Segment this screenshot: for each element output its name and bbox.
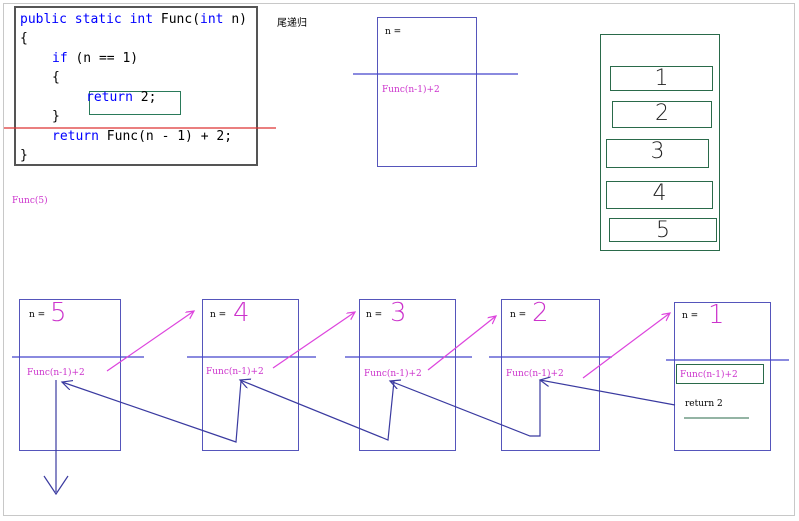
- code-text: Func(: [153, 12, 201, 27]
- code-text: 2;: [132, 90, 157, 105]
- frame-n2-n-label: n =: [510, 310, 527, 320]
- stack-slot-4: 4: [606, 181, 713, 209]
- code-keyword: return: [52, 129, 99, 144]
- code-text: (n == 1): [67, 51, 139, 66]
- call-arrow-2-to-1: [582, 313, 670, 379]
- frame-n4-call: Func(n-1)+2: [206, 367, 264, 377]
- return-arrow-3-to-4: [240, 380, 395, 441]
- frame-n2-n-value: 2: [532, 298, 549, 328]
- final-return-arrowhead: [43, 475, 69, 496]
- frame-n2-call: Func(n-1)+2: [506, 369, 564, 379]
- frame-n2: [501, 299, 600, 451]
- code-line-6: }: [52, 109, 60, 124]
- frame-n5: [19, 299, 121, 451]
- code-line-2: {: [20, 31, 28, 46]
- frame-n1-call-box: [676, 364, 764, 384]
- frame-n1-n-label: n =: [682, 311, 699, 321]
- frame-n5-n-value: 5: [50, 298, 67, 328]
- stack-slot-2: 2: [612, 101, 712, 128]
- frame-n5-call: Func(n-1)+2: [27, 368, 85, 378]
- frame-n3: [359, 299, 456, 451]
- frame-n3-n-label: n =: [366, 310, 383, 320]
- frame-n1: [674, 302, 771, 451]
- top-frame-call-label: Func(n-1)+2: [382, 85, 440, 95]
- code-keyword: return: [86, 90, 133, 105]
- image-frame: [3, 3, 795, 516]
- stack-slot-5: 5: [609, 218, 717, 243]
- return-arrow-4-to-5: [62, 381, 242, 443]
- frame-n1-n-value: 1: [708, 300, 725, 330]
- code-keyword: int: [200, 12, 224, 27]
- tail-recursion-label: 尾递归: [277, 18, 307, 29]
- frame-n3-n-value: 3: [390, 298, 407, 328]
- call-stack-box: [600, 34, 720, 251]
- frame-n1-return: return 2: [685, 399, 723, 409]
- code-text: Func(n - 1) + 2;: [98, 129, 233, 144]
- return-highlight-box: [89, 91, 181, 115]
- call-arrow-4-to-3: [272, 312, 355, 369]
- frame-n4-n-label: n =: [210, 310, 227, 320]
- stack-slot-1: 1: [610, 66, 713, 91]
- code-keyword: public static int: [20, 12, 154, 27]
- frame-n4: [202, 299, 299, 451]
- code-box: public static int Func(int n) { if (n ==…: [14, 6, 258, 166]
- frame-n4-n-value: 4: [233, 298, 250, 328]
- frame-n5-n-label: n =: [29, 310, 46, 320]
- return-arrow-2-to-3: [390, 380, 541, 437]
- return-arrow-1-to-2: [540, 380, 676, 406]
- top-stack-frame: [377, 17, 477, 167]
- code-text: n): [223, 12, 247, 27]
- call-arrow-3-to-2: [427, 316, 496, 371]
- code-keyword: if: [52, 51, 68, 66]
- frame-n3-call: Func(n-1)+2: [364, 369, 422, 379]
- func5-label: Func(5): [12, 196, 48, 206]
- code-line-5: return 2;: [86, 90, 156, 106]
- code-line-3: if (n == 1): [52, 51, 138, 67]
- code-line-4: {: [52, 70, 60, 85]
- code-line-7: return Func(n - 1) + 2;: [52, 129, 232, 145]
- call-arrow-5-to-4: [106, 311, 194, 372]
- stack-slot-3: 3: [606, 139, 709, 168]
- code-line-8: }: [20, 148, 28, 163]
- frame-n1-call: Func(n-1)+2: [680, 370, 738, 380]
- code-line-1: public static int Func(int n): [20, 12, 247, 28]
- top-frame-n-label: n =: [385, 27, 402, 37]
